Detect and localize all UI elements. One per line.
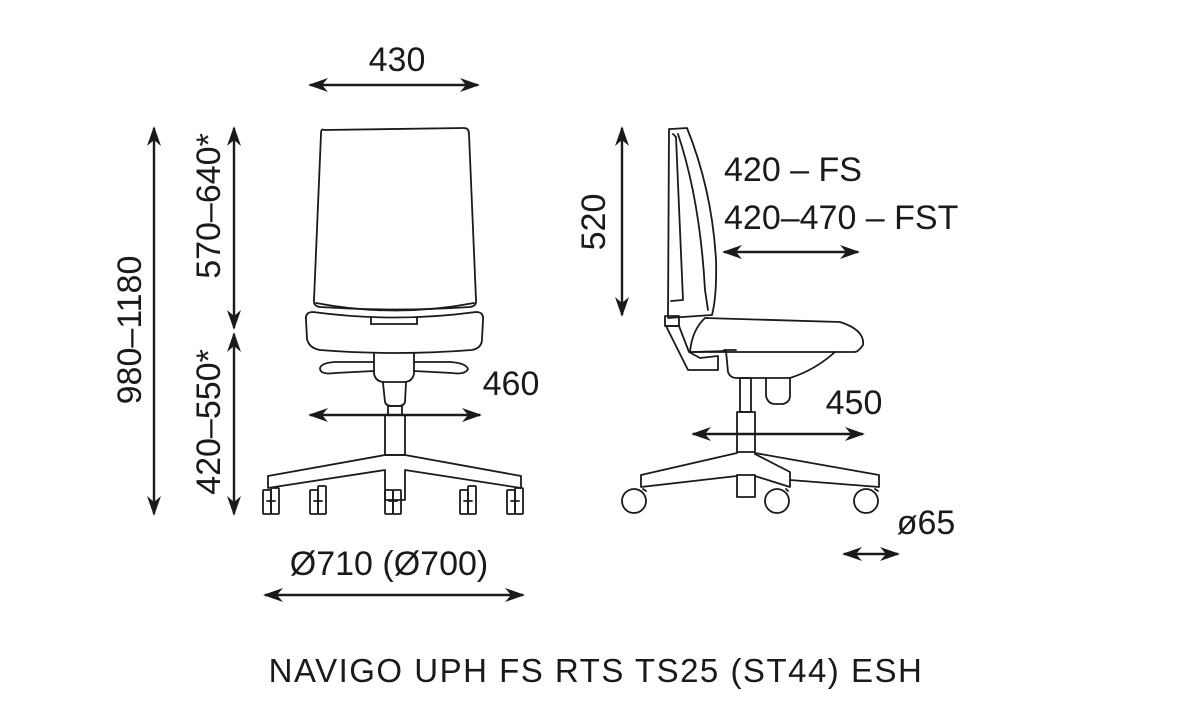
label-backrest-height: 570–640*: [190, 133, 228, 279]
side-view: 520 420 – FS 420–470 – FST: [575, 126, 958, 561]
dimension-side-backrest-height: 520: [575, 126, 629, 317]
product-title: NAVIGO UPH FS RTS TS25 (ST44) ESH: [269, 652, 924, 689]
dimension-overall-height: 980–1180: [111, 126, 161, 516]
castor-5: [506, 487, 524, 515]
chair-front-drawing: [262, 127, 524, 515]
castor-side-2: [764, 488, 790, 514]
castor-2: [309, 485, 327, 515]
dimension-base-diameter: Ø710 (Ø700): [263, 545, 525, 602]
dimension-castor-diameter: ø65: [842, 504, 956, 561]
label-castor-diameter: ø65: [897, 504, 956, 542]
castor-3: [384, 489, 402, 515]
castor-side-1: [621, 488, 647, 514]
label-side-seat-depth: 450: [826, 384, 883, 422]
label-seat-width: 460: [483, 365, 540, 403]
label-base-diameter: Ø710 (Ø700): [290, 545, 488, 583]
label-seat-height: 420–550*: [190, 349, 228, 495]
front-view: 430 980–1180 570–640* 420–550*: [111, 41, 540, 602]
dimension-side-seat-depth: 450: [691, 384, 883, 441]
chair-side-drawing: [621, 127, 880, 514]
dimension-seat-height: 420–550*: [190, 332, 241, 516]
label-side-backrest-height: 520: [575, 194, 613, 251]
label-backrest-width: 430: [369, 41, 426, 79]
label-seat-depth-fst: 420–470 – FST: [724, 199, 958, 237]
castor-1: [262, 487, 280, 515]
castor-side-3: [853, 488, 879, 514]
castor-4: [459, 485, 477, 515]
label-seat-depth-fs: 420 – FS: [724, 151, 862, 189]
dimension-seat-width: 460: [308, 365, 540, 422]
dimension-backrest-width: 430: [308, 41, 480, 92]
dimension-backrest-height: 570–640*: [190, 126, 241, 330]
label-overall-height: 980–1180: [111, 256, 149, 405]
